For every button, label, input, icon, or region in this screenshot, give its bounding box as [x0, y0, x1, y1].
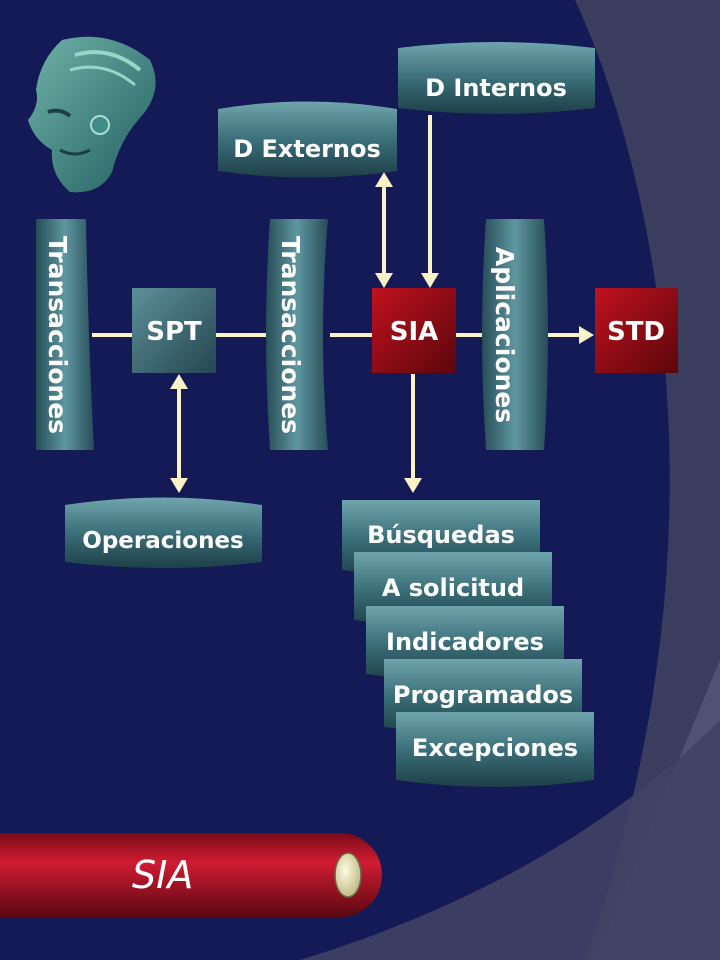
output-label: Excepciones — [412, 734, 578, 762]
background-shapes — [300, 0, 720, 960]
slide-title: SIA — [132, 853, 193, 897]
output-label: Indicadores — [386, 628, 544, 656]
sia-node: SIA — [372, 288, 456, 373]
jade-mask-logo — [28, 36, 156, 193]
output-label: Búsquedas — [367, 521, 515, 549]
operaciones-node: Operaciones — [65, 497, 262, 568]
connectors — [92, 115, 594, 493]
title-bar: SIA — [0, 833, 382, 917]
d-internos-label: D Internos — [425, 74, 567, 102]
sia-label: SIA — [390, 317, 439, 347]
std-node: STD — [595, 288, 678, 373]
output-stack: Búsquedas A solicitud Indicadores Progra… — [342, 500, 594, 787]
transacciones-left-label: Transacciones — [43, 236, 72, 434]
d-internos-node: D Internos — [398, 42, 595, 114]
d-externos-node: D Externos — [218, 101, 397, 178]
output-label: Programados — [393, 681, 573, 709]
std-label: STD — [607, 317, 665, 347]
output-label: A solicitud — [382, 574, 524, 602]
aplicaciones-node: Aplicaciones — [482, 219, 548, 450]
transacciones-mid-label: Transacciones — [276, 236, 305, 434]
aplicaciones-label: Aplicaciones — [490, 247, 519, 423]
operaciones-label: Operaciones — [82, 528, 243, 554]
spt-label: SPT — [146, 317, 202, 347]
transacciones-mid-node: Transacciones — [266, 219, 328, 450]
tube-cap-icon — [334, 852, 362, 898]
spt-node: SPT — [132, 288, 216, 373]
transacciones-left-node: Transacciones — [36, 219, 94, 450]
output-card: Excepciones — [396, 712, 594, 787]
d-externos-label: D Externos — [233, 135, 381, 163]
